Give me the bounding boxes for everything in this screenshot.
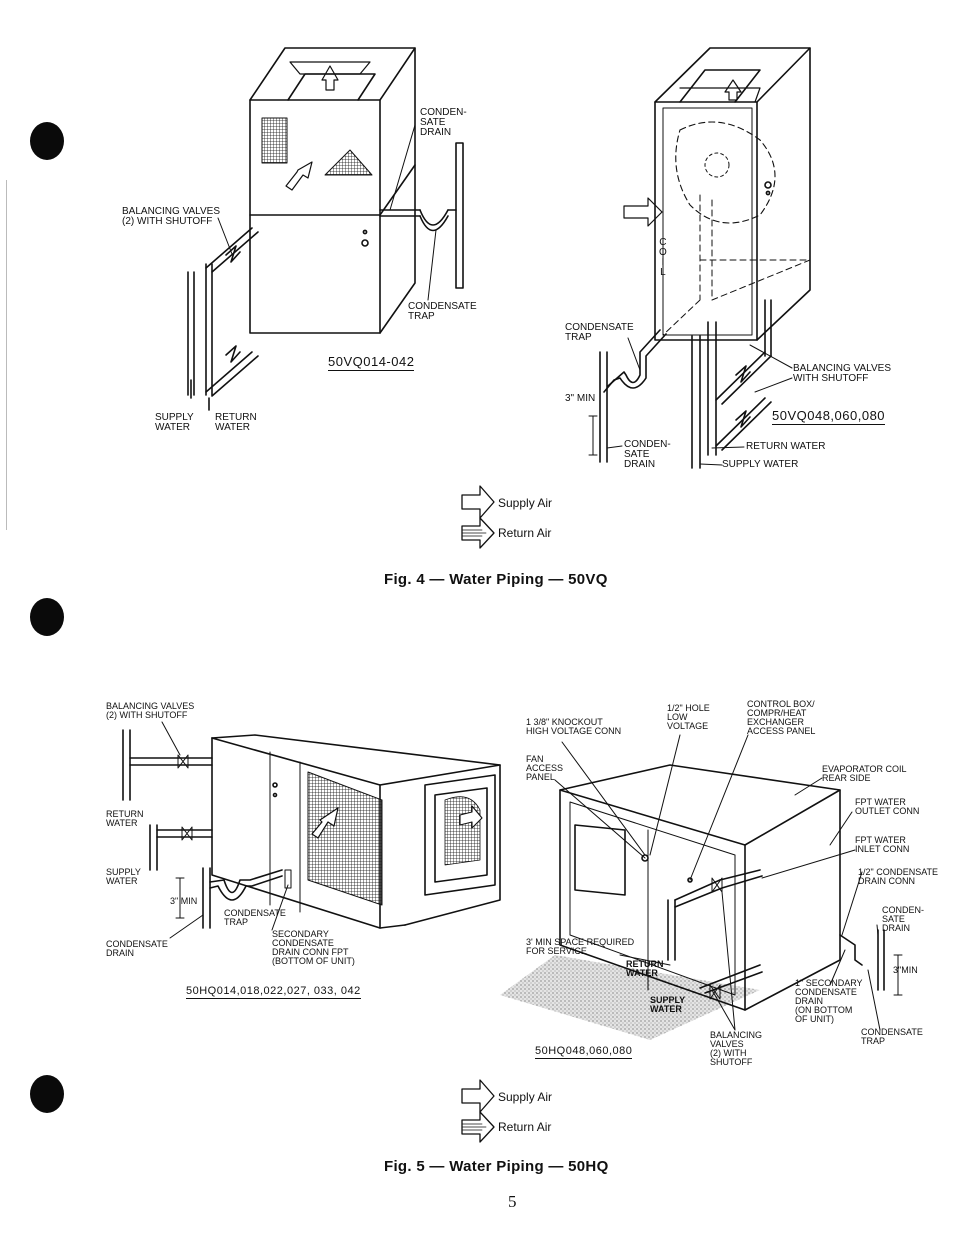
fig5-small-balancing-valves-label: BALANCING VALVES (2) WITH SHUTOFF	[106, 701, 195, 720]
fig5-large-knockout-label: 1 3/8" KNOCKOUT HIGH VOLTAGE CONN	[526, 717, 622, 736]
fig4-large-supply-water-label: SUPPLY WATER	[722, 459, 799, 470]
fig5-large-model-label: 50HQ048,060,080	[535, 1045, 633, 1059]
fig5-small-condensate-trap-label: CONDENSATE TRAP	[224, 908, 286, 927]
fig5-legend-supply-air: Supply Air	[498, 1090, 553, 1104]
fig5-large-fan-access-label: FAN ACCESS PANEL	[526, 754, 564, 782]
fig5-large-balancing-valves-label: BALANCING VALVES (2) WITH SHUTOFF	[710, 1030, 763, 1067]
fig4-small-return-water-label: RETURN WATER	[215, 412, 257, 433]
fig4-small-condensate-trap-label: CONDENSATE TRAP	[408, 301, 477, 322]
fig4-large-condensate-trap-label: CONDENSATE TRAP	[565, 322, 634, 343]
scan-edge	[6, 180, 7, 530]
page-number: 5	[508, 1192, 517, 1211]
fig5-small-model-label: 50HQ014,018,022,027, 033, 042	[186, 985, 361, 999]
fig5-large-service-space-label: 3' MIN SPACE REQUIRED FOR SERVICE	[526, 937, 635, 956]
fig5-large-control-box-label: CONTROL BOX/ COMPR/HEAT EXCHANGER ACCESS…	[747, 699, 816, 736]
fig4-large-model-label: 50VQ048,060,080	[772, 408, 886, 425]
fig5-large-min-label: 3"MIN	[893, 965, 918, 975]
fig5-large-condensate-trap-label: CONDENSATE TRAP	[861, 1027, 923, 1046]
fig4-legend-return-air: Return Air	[498, 526, 552, 540]
fig4-return-air-arrow	[461, 517, 495, 549]
fig5-large-condensate-conn-label: 1/2" CONDENSATE DRAIN CONN	[858, 867, 939, 886]
fig5-large-hole-label: 1/2" HOLE LOW VOLTAGE	[667, 703, 710, 731]
fig4-caption: Fig. 4 — Water Piping — 50VQ	[384, 571, 608, 588]
fig5-large-evaporator-label: EVAPORATOR COIL REAR SIDE	[822, 764, 907, 783]
fig5-large-unit-drawing	[500, 734, 903, 1040]
punch-hole-bottom	[30, 1075, 64, 1113]
fig4-small-supply-water-label: SUPPLY WATER	[155, 412, 194, 433]
fig4-large-coil-label: C O I L	[659, 237, 667, 278]
fig5-return-air-arrow	[461, 1111, 495, 1143]
fig4-large-return-water-label: RETURN WATER	[746, 441, 826, 452]
fig5-large-fpt-inlet-label: FPT WATER INLET CONN	[855, 835, 910, 854]
fig4-small-unit-drawing	[187, 47, 464, 411]
fig4-supply-air-arrow	[461, 485, 495, 519]
fig4-large-min-label: 3" MIN	[565, 393, 596, 404]
fig5-small-supply-water-label: SUPPLY WATER	[106, 867, 141, 886]
fig5-supply-air-arrow	[461, 1079, 495, 1113]
fig5-large-supply-water-label: SUPPLY WATER	[650, 995, 686, 1014]
fig5-small-secondary-drain-label: SECONDARY CONDENSATE DRAIN CONN FPT (BOT…	[272, 929, 355, 966]
fig5-small-unit-drawing	[122, 721, 501, 939]
fig4-small-balancing-valves-label: BALANCING VALVES (2) WITH SHUTOFF	[122, 206, 220, 227]
fig4-small-condensate-drain-label: CONDEN- SATE DRAIN	[420, 107, 467, 138]
fig4-large-unit-drawing	[588, 47, 811, 469]
fig4-small-model-label: 50VQ014-042	[328, 354, 415, 371]
fig5-small-return-water-label: RETURN WATER	[106, 809, 144, 828]
fig4-large-condensate-drain-label: CONDEN- SATE DRAIN	[624, 439, 671, 470]
fig5-small-condensate-drain-label: CONDENSATE DRAIN	[106, 939, 168, 958]
punch-hole-middle	[30, 598, 64, 636]
fig5-large-return-water-label: RETURN WATER	[626, 959, 664, 978]
fig5-large-fpt-outlet-label: FPT WATER OUTLET CONN	[855, 797, 920, 816]
punch-hole-top	[30, 122, 64, 160]
fig5-caption: Fig. 5 — Water Piping — 50HQ	[384, 1158, 609, 1175]
service-area	[500, 955, 760, 1040]
fig4-legend-supply-air: Supply Air	[498, 496, 553, 510]
fig5-legend-return-air: Return Air	[498, 1120, 552, 1134]
fig5-small-min-label: 3" MIN	[170, 896, 198, 906]
fig5-large-condensate-drain-label: CONDEN- SATE DRAIN	[882, 905, 924, 933]
fig4-large-balancing-valves-label: BALANCING VALVES WITH SHUTOFF	[793, 363, 891, 384]
fig5-large-secondary-drain-label: 1" SECONDARY CONDENSATE DRAIN (ON BOTTOM…	[795, 978, 863, 1024]
